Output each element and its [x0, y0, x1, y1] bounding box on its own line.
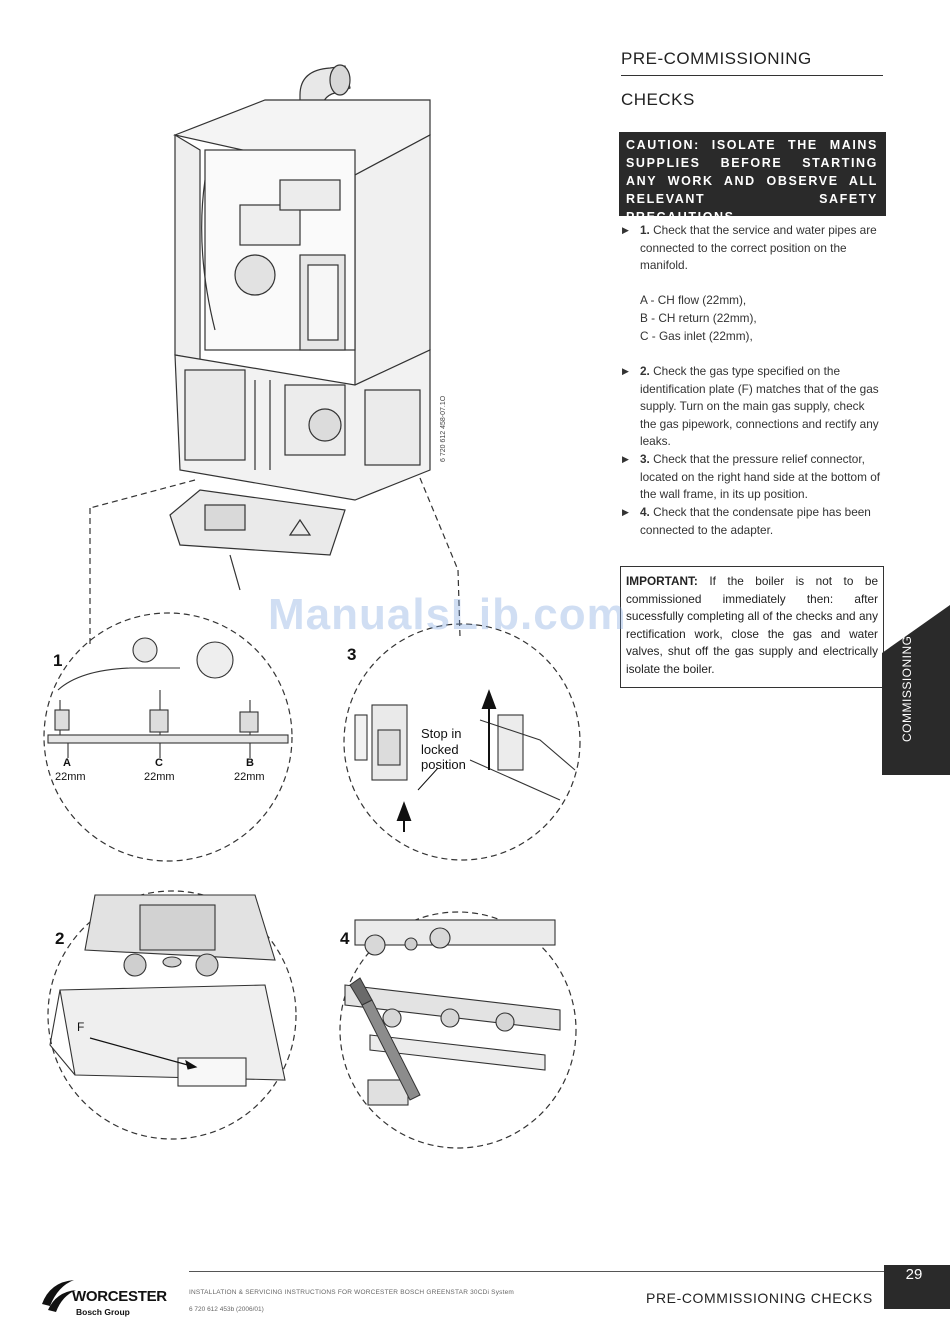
- bullet-arrow-icon: ▶: [622, 225, 629, 235]
- pipe-size-label-a: 22mm: [55, 771, 86, 783]
- check-item-1: ▶ 1. Check that the service and water pi…: [622, 222, 884, 275]
- detail-number-3: 3: [347, 645, 357, 664]
- check-text: Check that the service and water pipes a…: [640, 223, 877, 273]
- brand-name: WORCESTER: [72, 1288, 167, 1305]
- caption-line: Stop in: [421, 726, 462, 741]
- bullet-arrow-icon: ▶: [622, 366, 629, 376]
- footer-section-title: PRE-COMMISSIONING CHECKS: [646, 1290, 873, 1306]
- page-number: 29: [905, 1266, 923, 1283]
- connection-label-c: C: [155, 757, 163, 769]
- connection-item-b: B - CH return (22mm),: [640, 311, 757, 325]
- check-item-2: ▶ 2. Check the gas type specified on the…: [622, 363, 884, 451]
- identification-plate-label: F: [77, 1020, 85, 1034]
- section-subtitle: CHECKS: [621, 90, 695, 109]
- figure-reference-code: 6 720 612 458-07.1O: [440, 395, 447, 462]
- section-title: PRE-COMMISSIONING: [621, 49, 883, 76]
- side-tab-label: COMMISSIONING: [900, 635, 914, 742]
- detail-number-4: 4: [340, 929, 350, 948]
- stop-locked-caption: Stop in locked position: [421, 726, 466, 773]
- detail-number-2: 2: [55, 929, 65, 948]
- caution-box: CAUTION: ISOLATE THE MAINS SUPPLIES BEFO…: [619, 132, 886, 224]
- check-item-4: ▶ 4. Check that the condensate pipe has …: [622, 504, 884, 539]
- footer-document-title: INSTALLATION & SERVICING INSTRUCTIONS FO…: [189, 1289, 515, 1296]
- pipe-size-label-c: 22mm: [144, 771, 175, 783]
- page-number-tab: [884, 1265, 950, 1309]
- pipe-size-label-b: 22mm: [234, 771, 265, 783]
- check-number: 2.: [640, 364, 650, 378]
- bullet-arrow-icon: ▶: [622, 454, 629, 464]
- connection-label-a: A: [63, 757, 71, 769]
- check-text: Check that the condensate pipe has been …: [640, 505, 871, 537]
- check-item-3: ▶ 3. Check that the pressure relief conn…: [622, 451, 884, 504]
- check-number: 4.: [640, 505, 650, 519]
- important-box: IMPORTANT: If the boiler is not to be co…: [620, 566, 884, 688]
- connection-item-c: C - Gas inlet (22mm),: [640, 329, 753, 343]
- footer-document-code: 6 720 612 453b (2006/01): [189, 1306, 264, 1313]
- bullet-arrow-icon: ▶: [622, 507, 629, 517]
- connection-item-a: A - CH flow (22mm),: [640, 293, 747, 307]
- footer-divider: [189, 1271, 884, 1272]
- caption-line: position: [421, 757, 466, 772]
- check-number: 1.: [640, 223, 650, 237]
- check-text: Check the gas type specified on the iden…: [640, 364, 879, 449]
- side-tab: [882, 605, 950, 775]
- check-number: 3.: [640, 452, 650, 466]
- check-text: Check that the pressure relief connector…: [640, 452, 881, 502]
- worcester-logo-icon: [42, 1280, 76, 1312]
- caption-line: locked: [421, 741, 459, 757]
- connection-label-b: B: [246, 757, 254, 769]
- important-text: If the boiler is not to be commissioned …: [626, 574, 878, 676]
- important-label: IMPORTANT:: [626, 574, 698, 588]
- watermark: ManualsLib.com: [268, 590, 627, 639]
- detail-number-1: 1: [53, 651, 63, 670]
- boiler-illustration: [43, 64, 581, 1149]
- brand-subtitle: Bosch Group: [76, 1307, 130, 1317]
